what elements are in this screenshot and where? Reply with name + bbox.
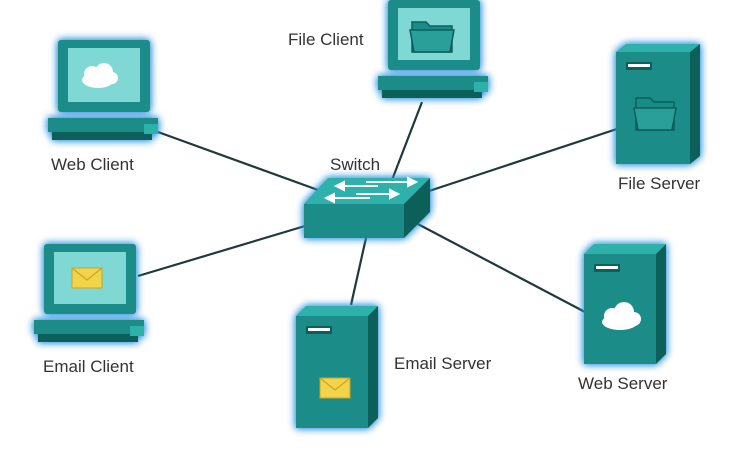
link-email-server	[349, 237, 368, 306]
web-server-tower	[584, 244, 666, 364]
email-client-computer	[34, 244, 144, 342]
cloud-icon	[602, 302, 641, 330]
folder-icon	[409, 21, 455, 53]
link-email-client	[137, 224, 306, 278]
email-client-label: Email Client	[43, 357, 134, 376]
links	[137, 101, 621, 313]
file-server-label: File Server	[618, 174, 701, 193]
email-server-tower	[296, 306, 378, 428]
envelope-icon	[71, 267, 103, 289]
file-client-computer	[378, 0, 488, 98]
link-file-server	[425, 126, 621, 194]
envelope-icon	[319, 377, 351, 399]
web-server-label: Web Server	[578, 374, 668, 393]
link-web-server	[413, 221, 586, 313]
web-client-label: Web Client	[51, 155, 134, 174]
email-server-label: Email Server	[394, 354, 492, 373]
cloud-icon	[82, 63, 118, 88]
link-web-client	[157, 130, 319, 192]
web-client-computer	[48, 40, 158, 140]
file-server-tower	[616, 44, 700, 164]
switch-icon	[304, 176, 430, 238]
file-client-label: File Client	[288, 30, 364, 49]
link-file-client	[390, 101, 424, 181]
folder-icon	[633, 97, 677, 131]
switch-label: Switch	[330, 155, 381, 174]
